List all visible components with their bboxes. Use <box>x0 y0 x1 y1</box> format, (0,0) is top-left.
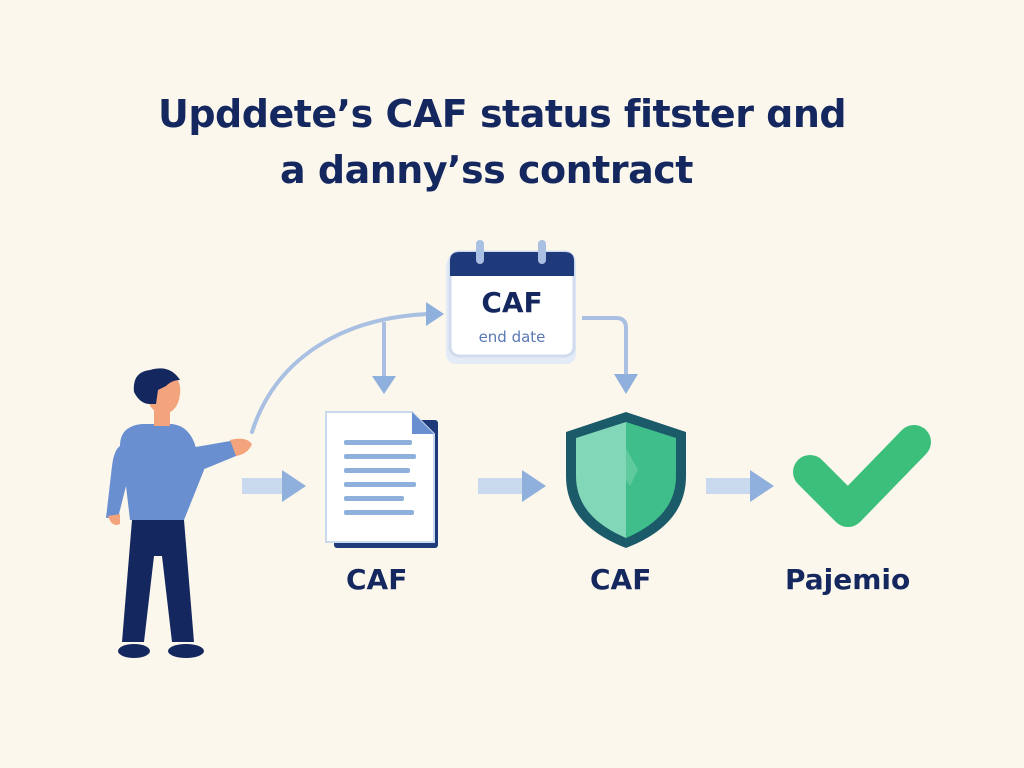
diagram-title-line-2: a danny’ss contract <box>280 148 693 192</box>
calendar-title: CAF <box>481 286 543 319</box>
elbow-arrow-to-shield-head <box>614 374 638 394</box>
diagram-title-line-1: Upddete’s CAF status fitster ɑnd <box>158 92 847 136</box>
calendar-icon <box>446 240 576 364</box>
curved-arrow-head <box>426 302 444 326</box>
person-figure <box>106 368 252 658</box>
shield-label: CAF <box>590 563 652 596</box>
shield-icon <box>566 412 686 548</box>
arrow-shield-to-check <box>706 470 774 502</box>
checkmark-icon <box>793 425 931 527</box>
elbow-arrow-to-shield <box>582 316 628 376</box>
arrow-document-to-shield <box>478 470 546 502</box>
arrow-person-to-document <box>242 470 306 502</box>
document-icon <box>325 411 438 548</box>
down-arrow-to-document-head <box>372 376 396 394</box>
calendar-subtitle: end date <box>478 328 546 346</box>
checkmark-label: Pajemio <box>785 563 911 596</box>
curved-arrow-to-calendar <box>250 312 430 434</box>
document-label: CAF <box>346 563 408 596</box>
